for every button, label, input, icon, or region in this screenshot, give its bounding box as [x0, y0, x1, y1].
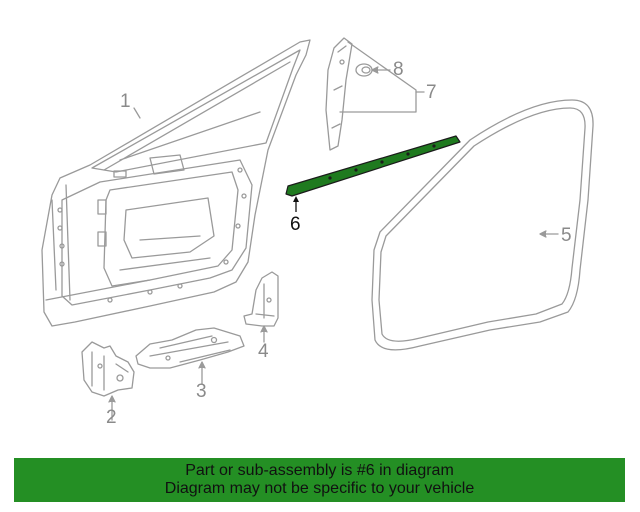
callout-1: 1	[120, 91, 131, 112]
callout-6: 6	[290, 214, 301, 235]
callout-8: 8	[393, 59, 404, 80]
leader-line-1	[133, 107, 141, 119]
callout-2: 2	[106, 407, 117, 428]
arrowhead-3	[198, 361, 206, 369]
upper-hinge-part-4[interactable]	[243, 271, 279, 327]
callout-7: 7	[426, 82, 437, 103]
belt-moulding-part-6[interactable]	[285, 135, 461, 197]
arrowhead-4	[260, 325, 268, 333]
arrowhead-6	[293, 196, 299, 202]
leader-bracket-7	[339, 41, 417, 113]
pillar-garnish-part-7[interactable]	[325, 37, 353, 151]
arrowhead-8	[371, 66, 379, 74]
weatherstrip-seal-part-5[interactable]	[371, 99, 594, 351]
lower-hinge-part-2[interactable]	[81, 341, 135, 397]
arrowhead-5	[539, 230, 547, 238]
banner-line-2: Diagram may not be specific to your vehi…	[164, 480, 475, 497]
callout-3: 3	[196, 381, 207, 402]
check-bracket-part-3[interactable]	[135, 327, 245, 369]
callout-5: 5	[561, 225, 572, 246]
arrowhead-2	[108, 395, 116, 403]
banner-line-1: Part or sub-assembly is #6 in diagram	[185, 462, 454, 479]
parts-diagram	[41, 37, 594, 421]
callout-4: 4	[258, 341, 269, 362]
info-banner: Part or sub-assembly is #6 in diagram Di…	[14, 458, 625, 502]
clip-part-8[interactable]	[355, 63, 373, 77]
door-shell-part-1[interactable]	[41, 39, 311, 327]
